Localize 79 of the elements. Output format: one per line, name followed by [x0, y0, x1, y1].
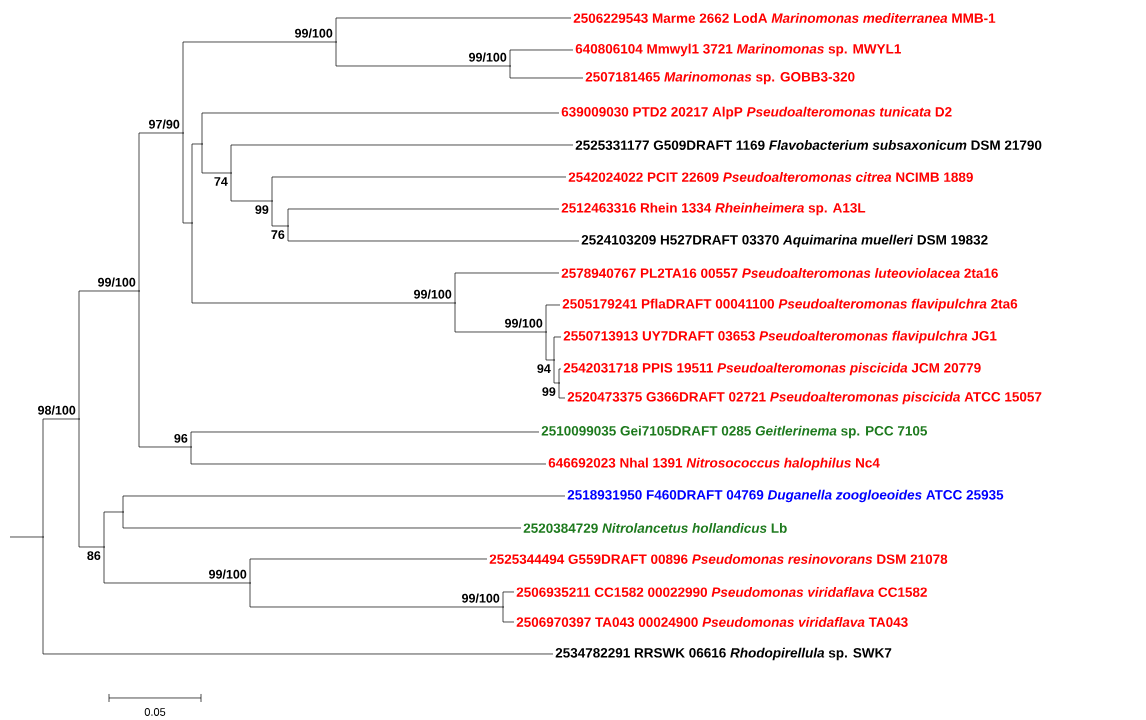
- leaf-label: 2525344494 G559DRAFT 00896 Pseudomonas resinovorans DSM 21078: [489, 554, 948, 564]
- tree-branch: [249, 582, 503, 608]
- tree-branch: [201, 143, 231, 174]
- tree-branch: [103, 511, 123, 548]
- tree-branch: [502, 606, 515, 623]
- bootstrap-value: 99/100: [505, 318, 543, 328]
- bootstrap-value: 99/100: [98, 277, 136, 287]
- tree-branch: [502, 591, 515, 608]
- tree-branch: [287, 208, 560, 227]
- bootstrap-value: 99/100: [469, 52, 507, 62]
- leaf-label: 2510099035 Gei7105DRAFT 0285 Geitlerinema sp. PCC 7105: [541, 425, 928, 439]
- tree-branch: [230, 144, 574, 174]
- tree-branch: [122, 495, 566, 513]
- tree-branch: [138, 290, 191, 448]
- leaf-label: 2542031718 PPIS 19511 Pseudoalteromonas piscicida JCM 20779: [563, 362, 981, 376]
- bootstrap-value: 76: [271, 230, 285, 240]
- tree-branch: [454, 302, 546, 333]
- bootstrap-value: 97/90: [148, 119, 180, 129]
- tree-branch: [558, 382, 566, 399]
- tree-branch: [509, 65, 584, 79]
- tree-branch: [558, 368, 562, 384]
- tree-branch: [230, 172, 272, 202]
- bootstrap-value: 99: [255, 205, 269, 215]
- leaf-label: 2506229543 Marme 2662 LodA Marinomonas mediterranea MMB-1: [573, 13, 996, 23]
- leaf-label: 2578940767 PL2TA16 00557 Pseudoalteromonas luteoviolacea 2ta16: [561, 268, 998, 278]
- tree-branch: [190, 446, 547, 465]
- bootstrap-value: 86: [87, 551, 101, 561]
- tree-branch: [249, 558, 488, 584]
- tree-branch: [271, 200, 288, 227]
- leaf-label: 2506935211 CC1582 00022990 Pseudomonas viridaflava CC1582: [516, 587, 927, 597]
- scale-label: 0.05: [144, 708, 166, 716]
- tree-branch: [545, 304, 561, 333]
- bootstrap-value: 99/100: [462, 593, 500, 603]
- bootstrap-value: 99/100: [414, 289, 452, 299]
- tree-branch: [9, 536, 43, 538]
- leaf-label: 2520473375 G366DRAFT 02721 Pseudoalteromonas piscicida ATCC 15057: [567, 391, 1042, 405]
- tree-branch: [335, 17, 572, 43]
- leaf-label: 2542024022 PCIT 22609 Pseudoalteromonas citrea NCIMB 1889: [568, 172, 973, 182]
- tree-branch: [138, 132, 183, 292]
- tree-branch: [182, 41, 336, 134]
- tree-branch: [78, 290, 139, 420]
- tree-branch: [287, 225, 580, 242]
- tree-branch: [201, 112, 560, 145]
- tree-branch: [454, 272, 560, 304]
- tree-branch: [553, 359, 559, 384]
- bootstrap-value: 74: [214, 177, 228, 186]
- bootstrap-value: 96: [174, 433, 188, 443]
- leaf-label: 2550713913 UY7DRAFT 03653 Pseudoalteromonas flavipulchra JG1: [563, 330, 997, 344]
- tree-branch: [190, 431, 540, 448]
- tree-branch: [182, 132, 192, 224]
- tree-branch: [103, 546, 250, 584]
- tree-branch: [545, 331, 554, 361]
- tree-branch: [271, 176, 567, 202]
- tree-branch: [78, 418, 104, 548]
- leaf-label: 2520384729 Nitrolancetus hollandicus Lb: [523, 523, 787, 533]
- leaf-label: 640806104 Mmwyl1 3721 Marinomonas sp. MWYL1: [575, 43, 901, 57]
- bootstrap-value: 99: [542, 387, 556, 397]
- tree-branch: [335, 41, 510, 67]
- bootstrap-value: 94: [537, 364, 551, 374]
- tree-branch: [42, 536, 554, 655]
- bootstrap-value: 98/100: [38, 405, 76, 415]
- bootstrap-value: 99/100: [209, 569, 247, 579]
- leaf-label: 646692023 Nhal 1391 Nitrosococcus halophilus Nc4: [548, 457, 880, 471]
- bootstrap-value: 99/100: [295, 28, 333, 38]
- leaf-label: 2525331177 G509DRAFT 1169 Flavobacterium subsaxonicum DSM 21790: [575, 140, 1042, 150]
- tree-branch: [191, 222, 455, 304]
- tree-branch: [122, 511, 522, 529]
- leaf-label: 639009030 PTD2 20217 AlpP Pseudoalteromonas tunicata D2: [561, 106, 952, 120]
- leaf-label: 2507181465 Marinomonas sp. GOBB3-320: [585, 71, 855, 85]
- tree-branch: [553, 336, 562, 361]
- leaf-label: 2506970397 TA043 00024900 Pseudomonas viridaflava TA043: [516, 617, 908, 627]
- leaf-label: 2524103209 H527DRAFT 03370 Aquimarina muelleri DSM 19832: [581, 234, 988, 248]
- leaf-label: 2512463316 Rhein 1334 Rheinheimera sp. A13L: [561, 202, 866, 216]
- tree-branch: [509, 49, 574, 67]
- tree-branch: [42, 418, 79, 538]
- leaf-label: 2534782291 RRSWK 06616 Rhodopirellula sp. SWK7: [555, 647, 892, 661]
- leaf-label: 2505179241 PflaDRAFT 00041100 Pseudoalteromonas flavipulchra 2ta6: [562, 298, 1018, 312]
- leaf-label: 2518931950 F460DRAFT 04769 Duganella zoogloeoides ATCC 25935: [567, 489, 1004, 503]
- tree-branch: [191, 143, 202, 224]
